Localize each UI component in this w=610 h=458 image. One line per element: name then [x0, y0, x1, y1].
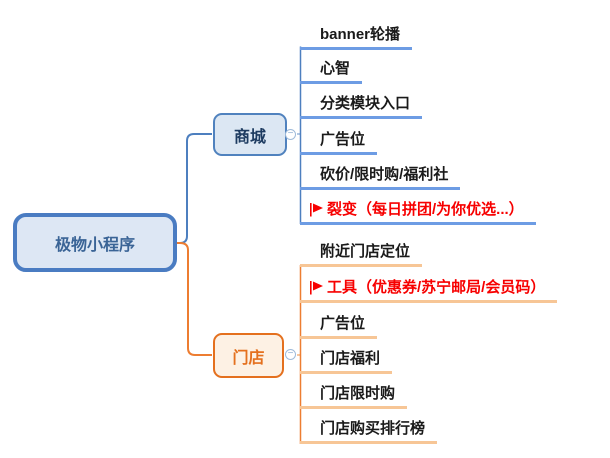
red-flag-icon [310, 202, 323, 217]
topic-label: 门店限时购 [320, 385, 396, 402]
collapse-toggle-mall[interactable]: − [285, 129, 296, 140]
red-flag-icon [310, 280, 323, 295]
connector-root-to-store [177, 242, 212, 356]
root-topic-label: 极物小程序 [54, 236, 135, 254]
branch-store-label: 门店 [232, 349, 265, 367]
topic-label: 广告位 [320, 131, 366, 148]
topic-store-purchase-ranking[interactable]: 门店购买排行榜 [300, 418, 438, 444]
topic-store-welfare[interactable]: 门店福利 [300, 348, 393, 374]
topic-label: 砍价/限时购/福利社 [320, 166, 449, 183]
collapse-toggle-store[interactable]: − [285, 349, 296, 360]
topic-label: 分类模块入口 [320, 95, 411, 112]
topic-label: 附近门店定位 [320, 243, 411, 260]
topic-label: 门店购买排行榜 [320, 420, 426, 437]
topic-tools[interactable]: 工具（优惠券/苏宁邮局/会员码） [300, 277, 558, 303]
connector-root-to-mall [177, 133, 212, 244]
topic-label: 裂变（每日拼团/为你优选...） [327, 201, 524, 218]
topic-nearby-store-location[interactable]: 附近门店定位 [300, 241, 423, 267]
branch-store[interactable]: 门店 [213, 333, 284, 378]
topic-banner-carousel[interactable]: banner轮播 [300, 24, 413, 50]
topic-label: banner轮播 [320, 26, 401, 43]
branch-mall[interactable]: 商城 [213, 113, 287, 156]
topic-label: 心智 [320, 60, 351, 77]
topic-fission[interactable]: 裂变（每日拼团/为你优选...） [300, 199, 536, 225]
topic-category-entry[interactable]: 分类模块入口 [300, 93, 423, 119]
topic-label: 广告位 [320, 315, 366, 332]
topic-mindshare[interactable]: 心智 [300, 58, 363, 84]
topic-mall-ad-slot[interactable]: 广告位 [300, 129, 378, 155]
topic-store-ad-slot[interactable]: 广告位 [300, 313, 378, 339]
topic-bargain-flashsale-welfare[interactable]: 砍价/限时购/福利社 [300, 164, 461, 190]
topic-label: 工具（优惠券/苏宁邮局/会员码） [327, 279, 546, 296]
branch-mall-label: 商城 [233, 128, 266, 146]
topic-store-flash-sale[interactable]: 门店限时购 [300, 383, 408, 409]
topic-label: 门店福利 [320, 350, 381, 367]
root-topic[interactable]: 极物小程序 [13, 213, 177, 272]
